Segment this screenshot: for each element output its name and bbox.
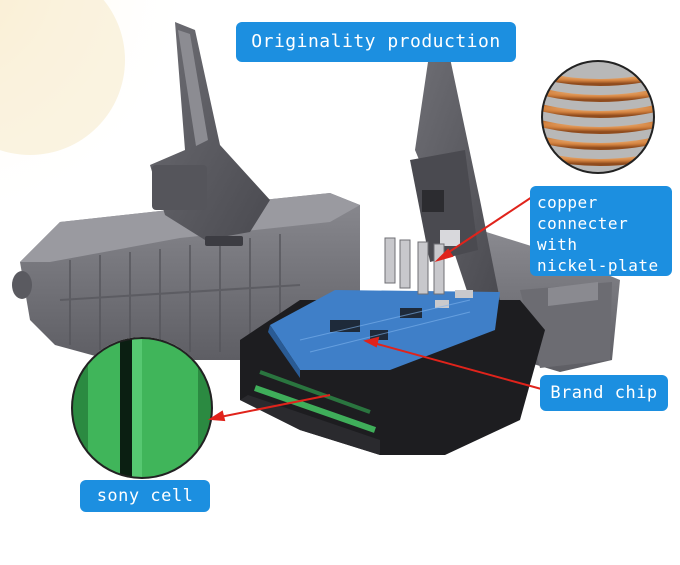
leader-arrows <box>207 194 546 422</box>
brand-chip-pcb <box>268 290 500 378</box>
copper-zoom-circle <box>541 60 655 174</box>
copper-line-2: connecter <box>537 214 629 233</box>
sony-cell-text: sony cell <box>96 486 194 506</box>
title-banner: Originality production <box>236 22 516 62</box>
copper-line-4: nickel-plate <box>537 256 659 275</box>
copper-line-1: copper <box>537 193 598 212</box>
copper-line-3: with <box>537 235 578 254</box>
battery-right-handle <box>410 58 500 300</box>
connector-pins <box>384 237 445 295</box>
brand-chip-label: Brand chip <box>540 375 668 411</box>
battery-left-handle <box>150 22 270 246</box>
lamp-glow <box>0 0 200 230</box>
brand-chip-text: Brand chip <box>550 383 658 403</box>
sony-cell-zoom-circle <box>71 337 213 479</box>
title-text: Originality production <box>251 31 501 52</box>
copper-connector-label: copper connecter with nickel-plate <box>530 186 672 276</box>
sony-cell-label: sony cell <box>80 480 210 512</box>
